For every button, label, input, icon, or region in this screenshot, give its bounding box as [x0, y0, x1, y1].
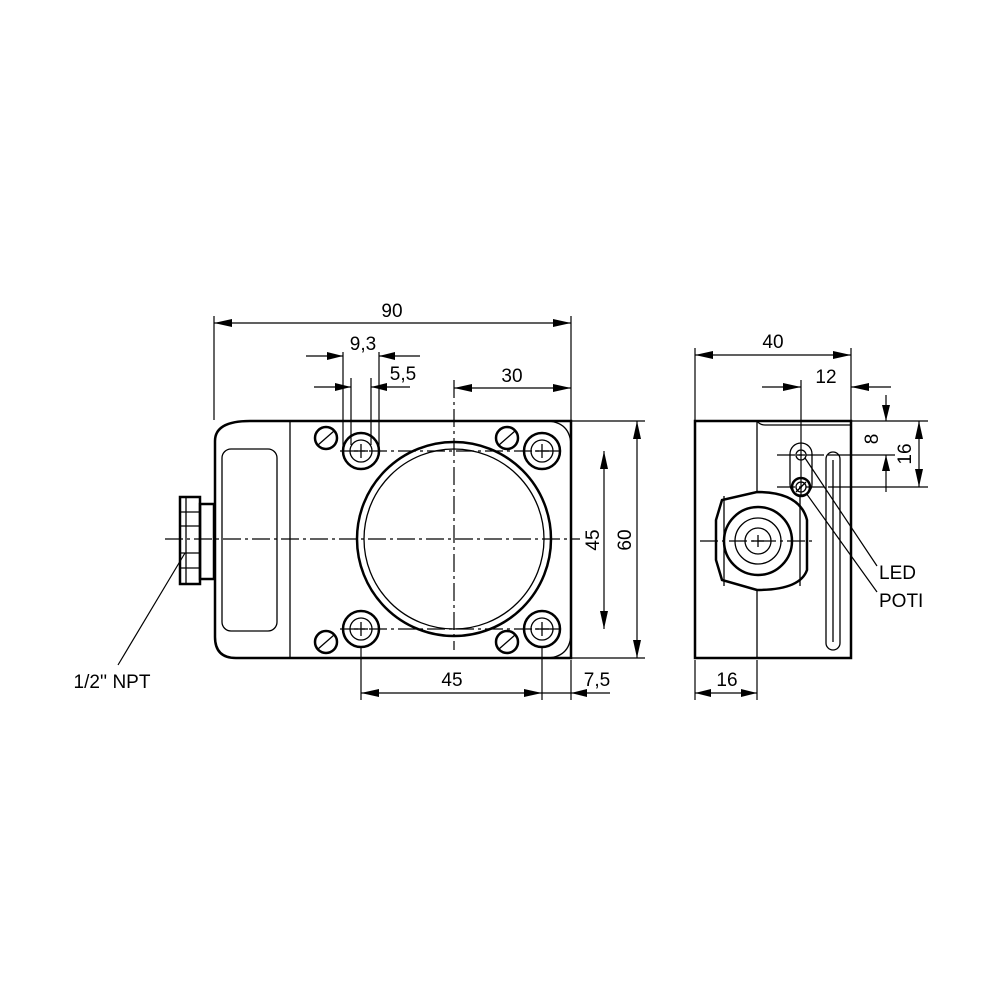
thread-label: 1/2'' NPT	[74, 672, 151, 693]
side-face-step	[756, 420, 851, 426]
side-housing-outline	[693, 419, 853, 660]
dim-edge-offset-7-5: 7,5	[542, 660, 610, 700]
front-screw-tl	[313, 425, 339, 451]
dim-edge-offset-label: 7,5	[584, 670, 610, 691]
dim-hole-diameter-label: 5,5	[390, 364, 416, 385]
front-screw-tr	[494, 425, 520, 451]
led-label: LED	[879, 563, 916, 584]
dim-width-90: 90	[213, 301, 572, 420]
dim-center-offset-30: 30	[454, 366, 571, 392]
dim-hole-diameter-5-5: 5,5	[314, 364, 416, 445]
dim-height-60: 60	[572, 420, 645, 659]
dim-width-label: 90	[381, 301, 402, 322]
front-cable-gland	[178, 495, 216, 586]
dim-hole-vertical-label: 45	[583, 529, 604, 550]
front-label-window	[221, 448, 278, 632]
dim-depth-40: 40	[694, 332, 852, 420]
dim-poti-height-label: 16	[895, 443, 916, 464]
dim-hole-offset-label: 9,3	[350, 334, 376, 355]
dim-center-offset-label: 30	[501, 366, 522, 387]
dim-depth-label: 40	[762, 332, 783, 353]
dim-face-depth-16: 16	[694, 660, 758, 700]
poti-callout: POTI	[805, 492, 923, 612]
dim-led-offset-12: 12	[762, 367, 891, 391]
dim-hole-vertical-45: 45	[583, 451, 608, 629]
dim-hole-offset-9-3: 9,3	[306, 334, 420, 450]
front-housing-outline	[213, 419, 573, 660]
front-view: 90 9,3 5,5 30	[74, 301, 645, 700]
front-screw-bl	[313, 629, 339, 655]
front-screw-br	[494, 629, 520, 655]
dim-led-height-label: 8	[862, 434, 883, 445]
front-housing-corner	[544, 420, 572, 448]
dim-height-label: 60	[615, 529, 636, 550]
side-slot	[825, 451, 841, 651]
dim-face-depth-label: 16	[716, 670, 737, 691]
dim-led-height-8: 8	[830, 395, 928, 492]
led-callout: LED	[804, 457, 916, 584]
poti-label: POTI	[879, 591, 923, 612]
dim-poti-height-16: 16	[830, 421, 928, 488]
side-view: 40 12 8 16	[693, 332, 928, 700]
dim-led-offset-label: 12	[815, 367, 836, 388]
dim-hole-horizontal-45: 45	[360, 647, 543, 700]
dim-hole-horizontal-label: 45	[441, 670, 462, 691]
front-housing-corner-bottom	[544, 631, 572, 659]
thread-callout: 1/2'' NPT	[74, 552, 186, 693]
